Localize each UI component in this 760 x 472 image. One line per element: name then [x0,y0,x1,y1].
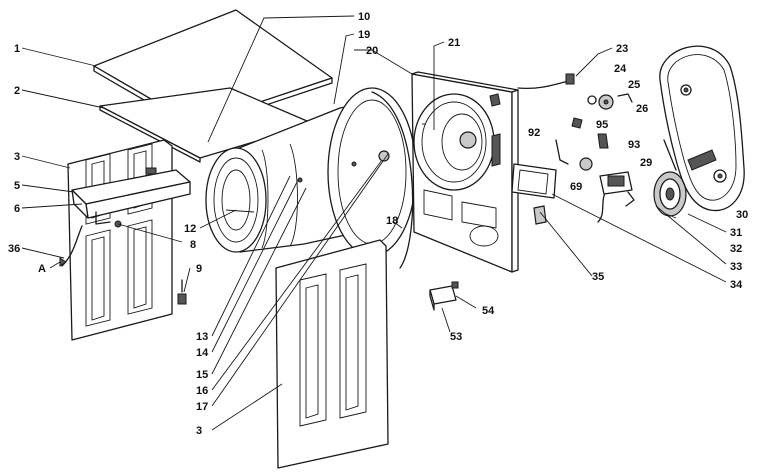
callout-12: 12 [184,223,196,235]
callout-6: 6 [14,203,20,215]
inner-top-plate [99,87,315,163]
motor [599,171,687,217]
callout-14: 14 [196,347,209,359]
callout-26: 26 [636,103,648,115]
callout-1: 1 [14,43,20,55]
callout-13: 13 [196,331,208,343]
callout-3-left: 3 [14,151,20,163]
callout-5: 5 [14,180,20,192]
callout-24: 24 [614,63,627,75]
arrow-mark [49,257,67,269]
clip [177,279,187,305]
callout-23: 23 [616,43,628,55]
callout-8: 8 [190,239,196,251]
callout-33: 33 [730,261,742,273]
callout-30: 30 [736,209,748,221]
callout-92: 92 [528,127,540,139]
callout-93: 93 [628,139,640,151]
callout-95: 95 [596,119,608,131]
callout-35: 35 [592,271,604,283]
callout-53: 53 [450,331,462,343]
callout-36: 36 [8,243,20,255]
callout-2: 2 [14,85,20,97]
callout-34: 34 [730,279,743,291]
terminal-block [429,281,459,311]
belt-pulley-assembly [659,45,745,212]
wiring-harness [517,73,575,90]
callout-18: 18 [386,215,398,227]
drum-belt [371,91,414,269]
small-parts [555,93,677,223]
callout-69: 69 [570,181,582,193]
callout-20: 20 [366,45,378,57]
callout-10: 10 [358,11,370,23]
callout-31: 31 [730,227,742,239]
callout-3-front: 3 [196,425,202,437]
front-panel [275,239,389,469]
callout-32: 32 [730,243,742,255]
callout-21: 21 [448,37,460,49]
callout-25: 25 [628,79,640,91]
leader-lines [21,15,727,431]
rear-bulkhead [411,71,519,273]
callout-16: 16 [196,385,208,397]
callout-numbers: 1 2 3 5 6 36 A 8 9 10 19 20 21 12 13 14 … [8,11,748,437]
callout-54: 54 [482,305,495,317]
filter-frame [511,163,557,225]
callout-9: 9 [196,263,202,275]
callout-A: A [38,263,46,275]
callout-15: 15 [196,369,208,381]
callout-19: 19 [358,29,370,41]
control-bracket [71,167,191,228]
callout-29: 29 [640,157,652,169]
callout-17: 17 [196,401,208,413]
